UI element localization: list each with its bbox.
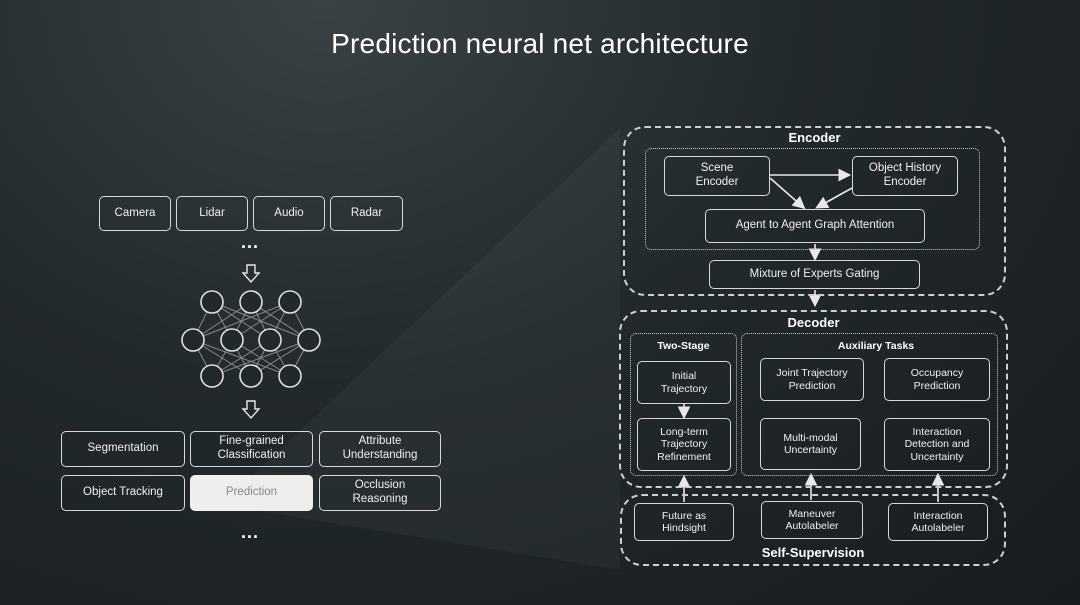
future-hindsight-label: Future as Hindsight xyxy=(661,509,707,534)
initial-trajectory: Initial Trajectory xyxy=(637,361,731,404)
down-arrow-icon xyxy=(241,264,261,284)
sensor-radar: Radar xyxy=(330,196,403,231)
auxiliary-label: Auxiliary Tasks xyxy=(837,340,915,352)
occlusion-label: Occlusion Reasoning xyxy=(352,479,408,505)
interaction-detection-uncertainty: Interaction Detection and Uncertainty xyxy=(884,418,990,471)
initial-trajectory-label: Initial Trajectory xyxy=(660,370,708,395)
ellipsis-tasks: ... xyxy=(241,522,260,542)
encoder-inner-group xyxy=(645,148,980,250)
task-prediction: Prediction xyxy=(190,475,313,511)
long-term-refinement: Long-term Trajectory Refinement xyxy=(637,418,731,471)
attribute-label: Attribute Understanding xyxy=(342,435,418,461)
object-history-encoder: Object History Encoder xyxy=(852,156,958,196)
scene-encoder-label: Scene Encoder xyxy=(695,162,739,188)
long-term-refinement-label: Long-term Trajectory Refinement xyxy=(657,425,711,463)
multimodal-label: Multi-modal Uncertainty xyxy=(783,431,838,456)
down-arrow-icon xyxy=(241,400,261,420)
graph-attention: Agent to Agent Graph Attention xyxy=(705,209,925,243)
sensor-audio: Audio xyxy=(253,196,325,231)
decoder-label: Decoder xyxy=(787,315,840,330)
occupancy-label: Occupancy Prediction xyxy=(910,367,964,392)
scene-encoder: Scene Encoder xyxy=(664,156,770,196)
decoder-group xyxy=(619,310,1008,488)
interaction-autolabeler: Interaction Autolabeler xyxy=(888,503,988,541)
joint-trajectory-prediction: Joint Trajectory Prediction xyxy=(760,358,864,401)
future-as-hindsight: Future as Hindsight xyxy=(634,503,734,541)
experts-gating: Mixture of Experts Gating xyxy=(709,260,920,289)
task-fine-grained-classification: Fine-grained Classification xyxy=(190,431,313,467)
task-object-tracking: Object Tracking xyxy=(61,475,185,511)
task-attribute-understanding: Attribute Understanding xyxy=(319,431,441,467)
fine-grained-label: Fine-grained Classification xyxy=(217,435,286,461)
task-occlusion-reasoning: Occlusion Reasoning xyxy=(319,475,441,511)
object-history-encoder-label: Object History Encoder xyxy=(868,162,942,188)
sensor-camera: Camera xyxy=(99,196,171,231)
task-segmentation: Segmentation xyxy=(61,431,185,467)
two-stage-label: Two-Stage xyxy=(657,340,710,352)
ellipsis-sensors: ... xyxy=(241,232,260,252)
joint-trajectory-label: Joint Trajectory Prediction xyxy=(776,367,848,392)
encoder-group xyxy=(623,126,1006,296)
auxiliary-group xyxy=(741,333,998,476)
self-supervision-label: Self-Supervision xyxy=(761,545,865,560)
page-title: Prediction neural net architecture xyxy=(331,28,749,59)
two-stage-group xyxy=(630,333,737,476)
maneuver-autolabeler: Maneuver Autolabeler xyxy=(761,501,863,539)
multimodal-uncertainty: Multi-modal Uncertainty xyxy=(760,418,861,470)
maneuver-label: Maneuver Autolabeler xyxy=(785,507,839,532)
sensor-lidar: Lidar xyxy=(176,196,248,231)
occupancy-prediction: Occupancy Prediction xyxy=(884,358,990,401)
self-supervision-group xyxy=(620,494,1006,566)
interaction-detection-label: Interaction Detection and Uncertainty xyxy=(904,425,970,463)
neural-net-nodes xyxy=(181,290,321,388)
interaction-autolabeler-label: Interaction Autolabeler xyxy=(911,509,965,534)
encoder-label: Encoder xyxy=(788,130,841,145)
